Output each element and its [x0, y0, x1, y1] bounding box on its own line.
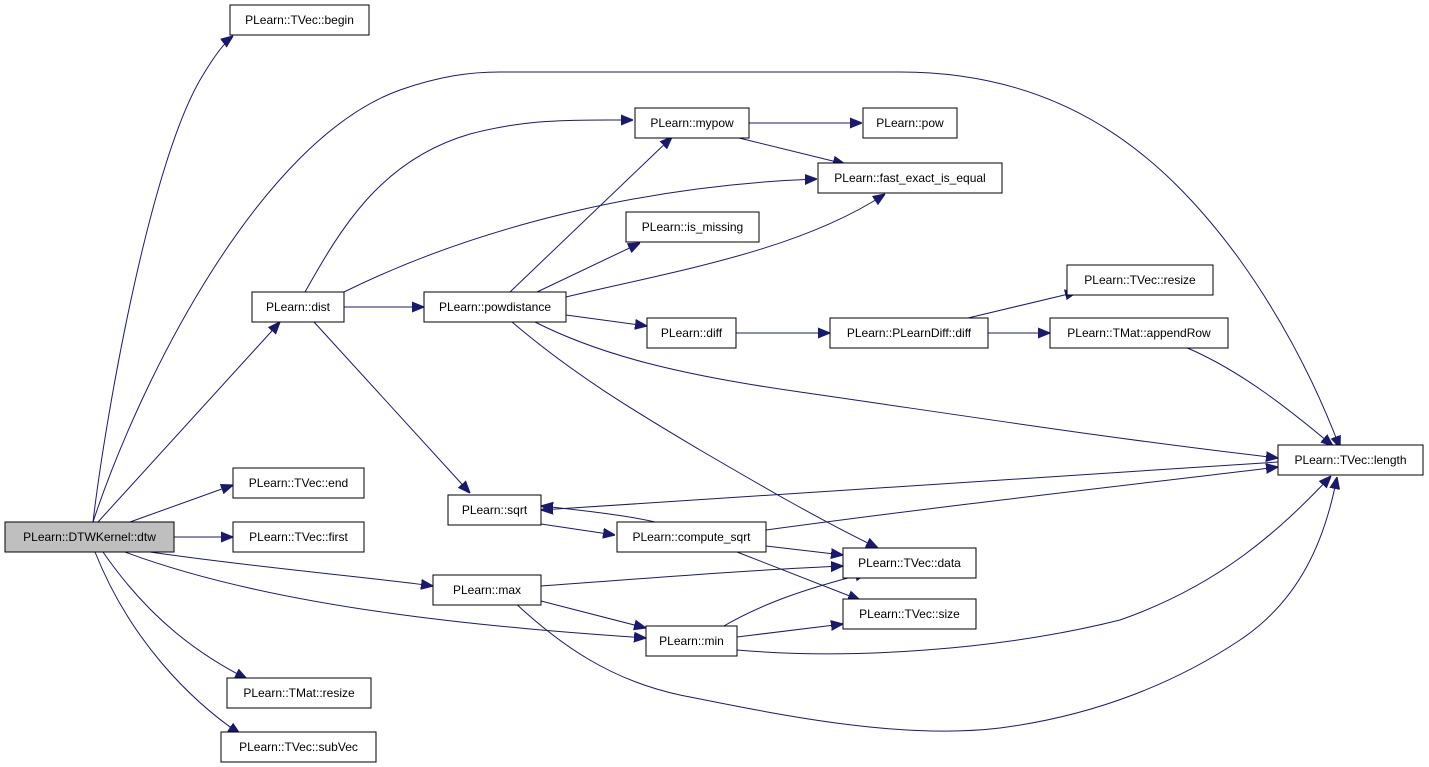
node-label: PLearn::DTWKernel::dtw [23, 530, 156, 544]
edge-computesqrt-sqrt [541, 506, 656, 523]
edges [92, 36, 1340, 734]
edge-max-data [540, 566, 843, 587]
edge-min-data [721, 573, 867, 628]
edge-sqrt-computesqrt [540, 523, 615, 535]
edge-dtw-max [149, 551, 433, 586]
edge-powdistance-mypow [509, 137, 672, 293]
edge-max-length [512, 477, 1337, 732]
edge-powdistance-ismissing [536, 243, 640, 293]
edge-computesqrt-length [765, 467, 1278, 531]
node-label: PLearn::TMat::appendRow [1067, 326, 1211, 340]
node-pldiff[interactable]: PLearn::PLearnDiff::diff [829, 317, 989, 349]
node-begin[interactable]: PLearn::TVec::begin [229, 4, 370, 36]
node-label: PLearn::TMat::resize [243, 686, 355, 700]
node-diff[interactable]: PLearn::diff [646, 317, 737, 349]
edge-dtw-length [92, 71, 1340, 523]
edge-computesqrt-data [765, 545, 843, 555]
edge-dist-fastexact [343, 179, 817, 293]
node-label: PLearn::TVec::end [249, 476, 348, 490]
node-label: PLearn::is_missing [642, 220, 743, 234]
edge-dtw-begin [92, 36, 233, 523]
node-label: PLearn::TVec::length [1294, 453, 1406, 467]
edge-powdistance-length [534, 321, 1278, 458]
edge-min-length [736, 476, 1331, 655]
node-max[interactable]: PLearn::max [432, 574, 542, 606]
edge-powdistance-diff [565, 314, 647, 326]
node-dtw[interactable]: PLearn::DTWKernel::dtw [4, 521, 175, 553]
edge-dtw-subvec [94, 551, 240, 734]
nodes: PLearn::DTWKernel::dtw PLearn::TVec::beg… [4, 4, 1424, 763]
node-length[interactable]: PLearn::TVec::length [1277, 444, 1424, 476]
node-label: PLearn::TVec::first [249, 530, 348, 544]
node-label: PLearn::diff [661, 326, 723, 340]
node-first[interactable]: PLearn::TVec::first [232, 521, 365, 553]
node-label: PLearn::fast_exact_is_equal [834, 171, 985, 185]
node-powdistance[interactable]: PLearn::powdistance [423, 291, 567, 323]
node-label: PLearn::min [659, 634, 724, 648]
node-sqrt[interactable]: PLearn::sqrt [447, 494, 542, 526]
node-label: PLearn::PLearnDiff::diff [847, 326, 972, 340]
node-label: PLearn::TVec::size [859, 607, 960, 621]
node-label: PLearn::compute_sqrt [632, 530, 751, 544]
node-data[interactable]: PLearn::TVec::data [842, 547, 977, 579]
edge-pldiff-tvecresize [967, 292, 1077, 319]
node-mypow[interactable]: PLearn::mypow [634, 107, 750, 139]
node-fast-exact[interactable]: PLearn::fast_exact_is_equal [817, 162, 1003, 194]
node-end[interactable]: PLearn::TVec::end [232, 467, 365, 499]
node-subvec[interactable]: PLearn::TVec::subVec [220, 731, 377, 763]
node-dist[interactable]: PLearn::dist [251, 291, 345, 323]
edge-dtw-min [124, 551, 646, 638]
edge-max-min [540, 600, 646, 628]
node-tvec-resize[interactable]: PLearn::TVec::resize [1066, 264, 1214, 296]
node-label: PLearn::mypow [650, 116, 734, 130]
node-appendrow[interactable]: PLearn::TMat::appendRow [1049, 317, 1229, 349]
edge-computesqrt-size [736, 551, 860, 600]
node-label: PLearn::TVec::resize [1084, 273, 1196, 287]
edge-dist-mypow [304, 120, 633, 293]
node-label: PLearn::TVec::data [858, 556, 961, 570]
edge-appendrow-length [1184, 346, 1333, 446]
node-label: PLearn::pow [876, 116, 944, 130]
node-label: PLearn::TVec::subVec [239, 740, 358, 754]
edge-dtw-dist [97, 322, 280, 523]
node-tmat-resize[interactable]: PLearn::TMat::resize [226, 677, 372, 709]
edge-min-size [736, 624, 843, 638]
node-label: PLearn::sqrt [462, 503, 528, 517]
edge-dtw-tmat-resize [102, 551, 247, 679]
node-label: PLearn::TVec::begin [245, 13, 354, 27]
edge-mypow-fastexact [734, 136, 845, 164]
edge-dist-sqrt [313, 321, 470, 493]
edge-powdistance-data [511, 321, 878, 548]
edge-dtw-end [129, 485, 233, 523]
node-size[interactable]: PLearn::TVec::size [842, 598, 977, 630]
node-is-missing[interactable]: PLearn::is_missing [625, 211, 760, 243]
node-label: PLearn::powdistance [439, 300, 551, 314]
edge-length-sqrt [541, 461, 1279, 510]
edge-powdistance-fastexact [565, 194, 885, 298]
node-label: PLearn::max [453, 583, 521, 597]
node-min[interactable]: PLearn::min [645, 625, 738, 657]
node-label: PLearn::dist [266, 300, 331, 314]
node-pow[interactable]: PLearn::pow [862, 107, 958, 139]
node-compute-sqrt[interactable]: PLearn::compute_sqrt [616, 521, 767, 553]
